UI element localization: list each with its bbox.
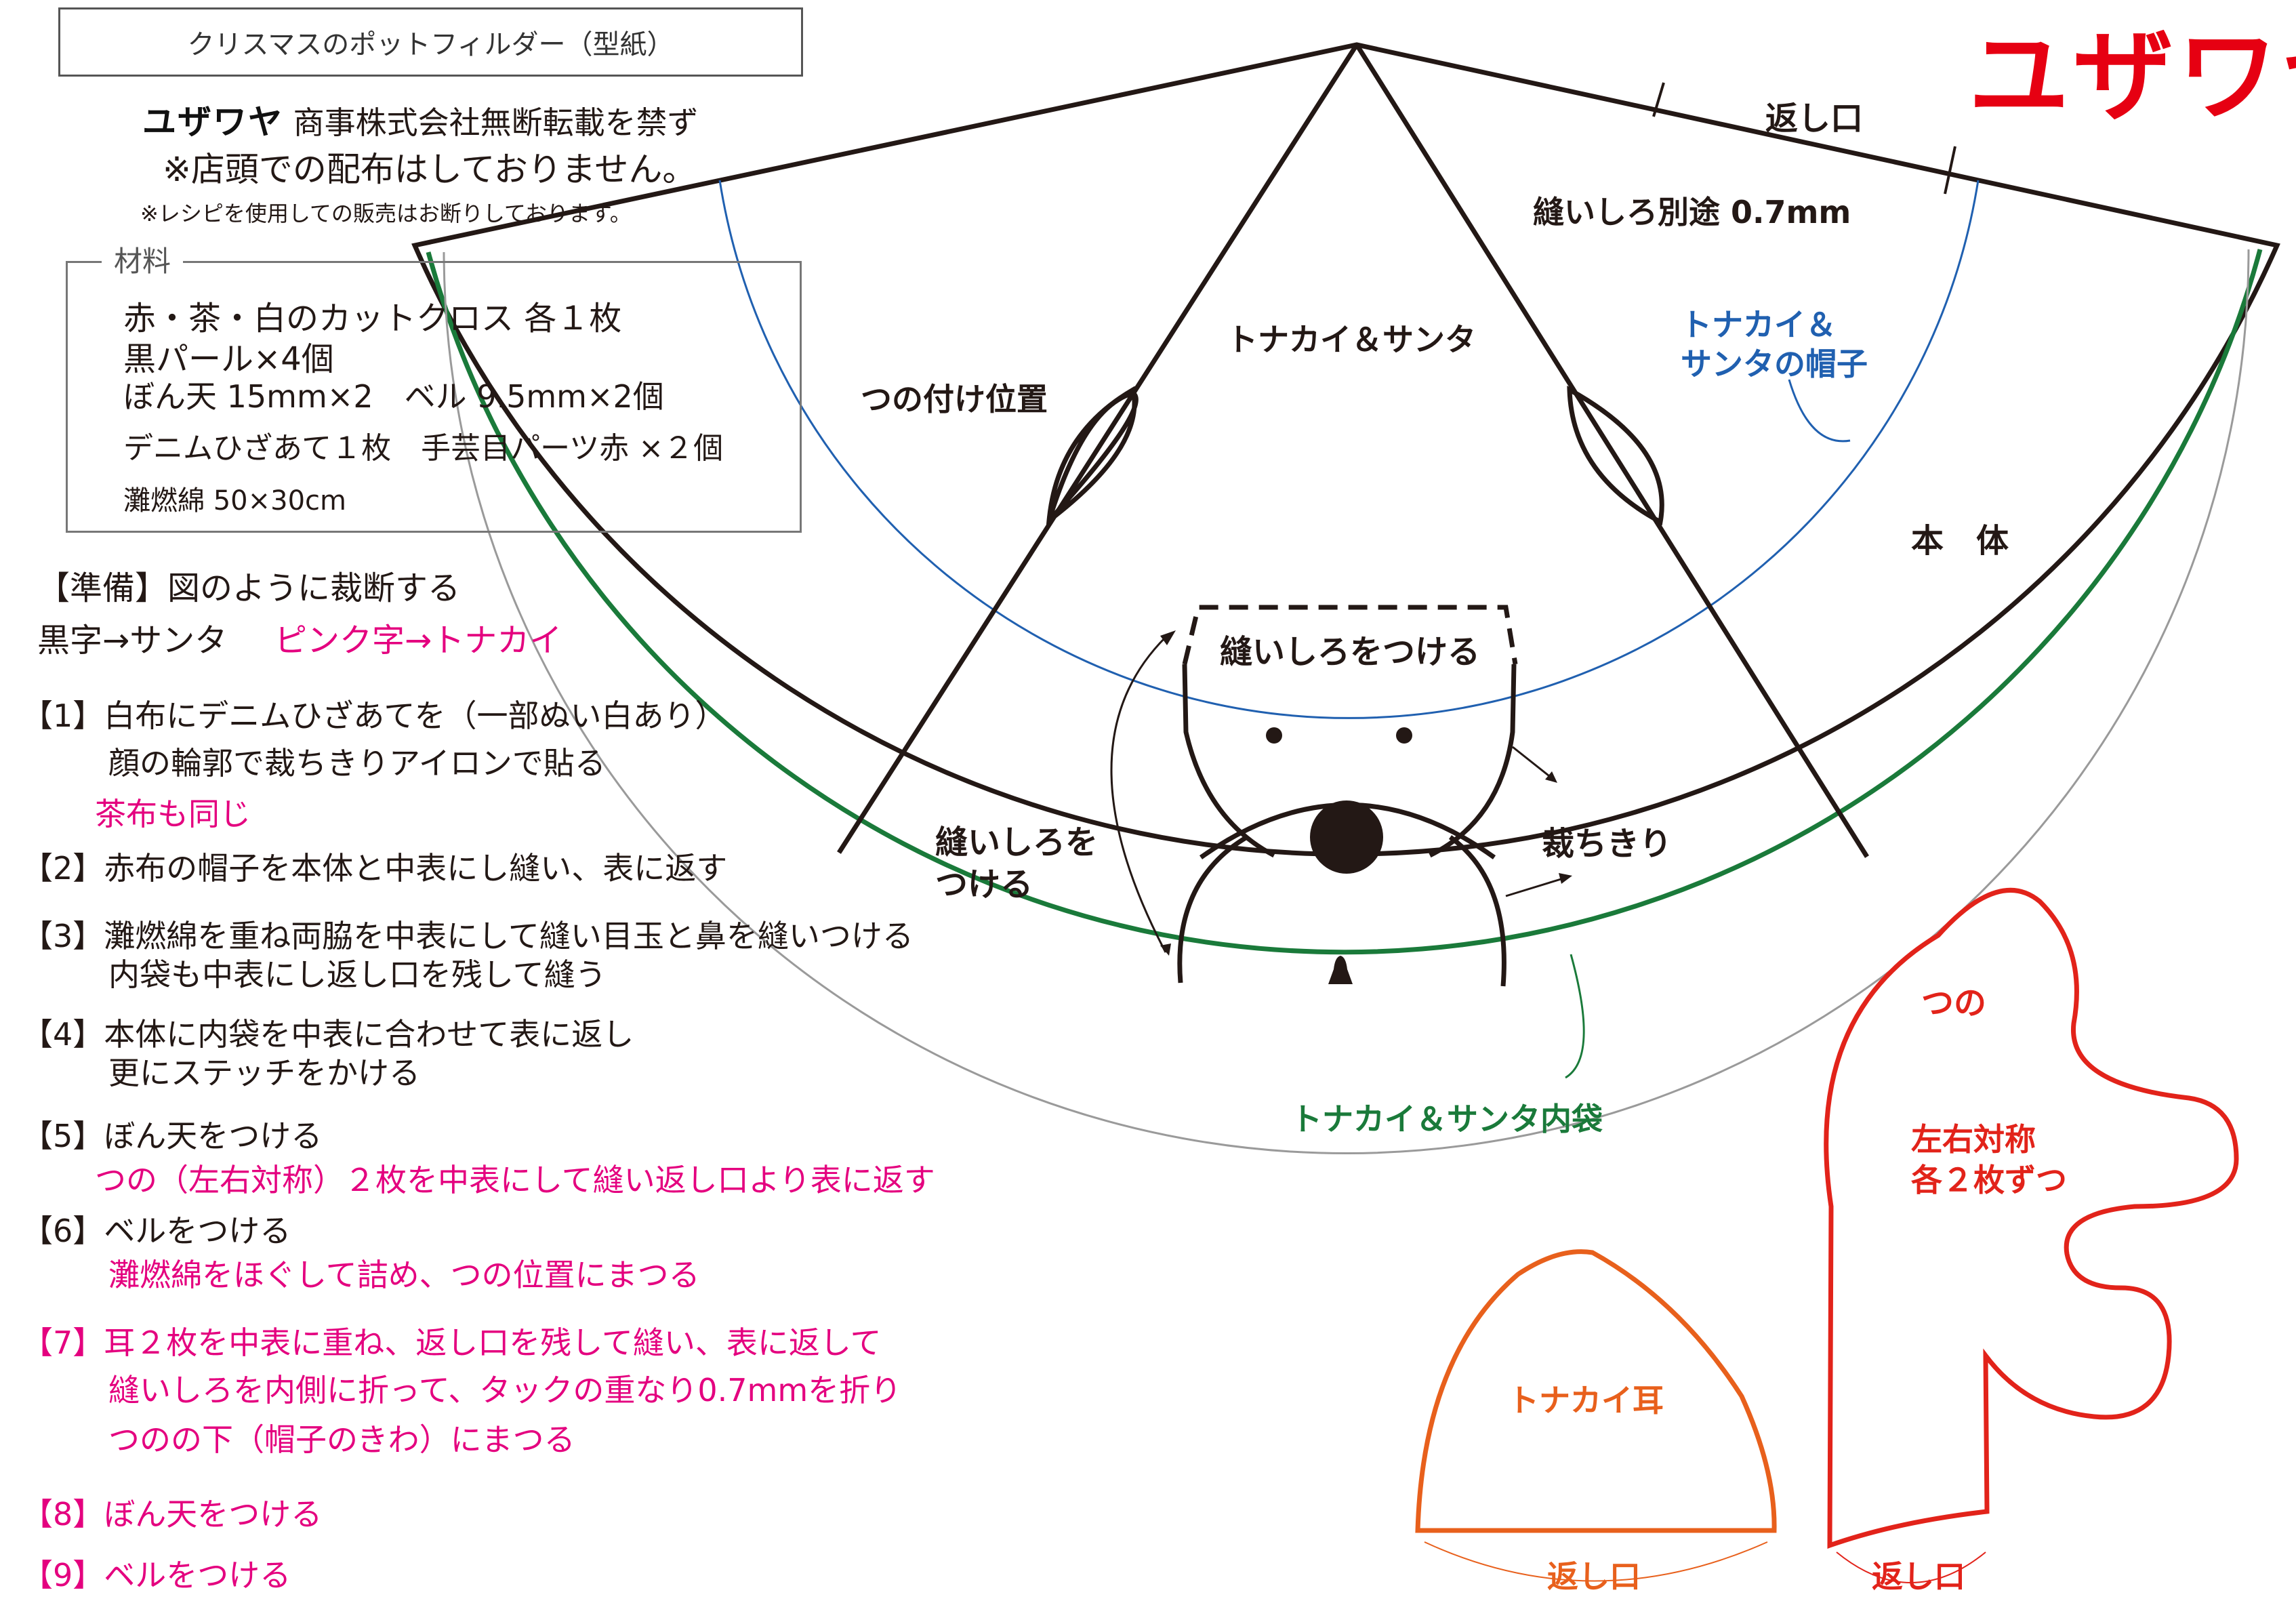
horn-title: つの	[1921, 984, 1987, 1022]
cut-arrow-1	[1512, 746, 1553, 779]
step-1-line2: 顔の輪郭で裁ちきりアイロンで貼る	[108, 745, 606, 782]
document-title-box: クリスマスのポットフィルダー（型紙）	[58, 7, 803, 77]
opening-tick-2	[1944, 146, 1956, 195]
hat-arc	[718, 180, 1980, 719]
seam-allowance-label: 縫いしろ別途 0.7mm	[1533, 194, 1851, 230]
material-item: 黒パール×4個	[123, 340, 334, 378]
ear-title: トナカイ耳	[1508, 1382, 1664, 1419]
ear-opening-arc	[1424, 1541, 1768, 1582]
body-right	[1448, 835, 1506, 987]
nose	[1310, 800, 1383, 874]
horn-opening-arc	[1836, 1551, 1986, 1583]
step-5: 【5】ぼん天をつける	[22, 1118, 323, 1154]
brand-logo-large: ユザワヤ	[1969, 18, 2296, 135]
step-7-line3: つのの下（帽子のきわ）にまつる	[108, 1421, 575, 1458]
step-6-extra: 灘燃綿をほぐして詰め、つの位置にまつる	[108, 1257, 700, 1293]
materials-box	[66, 261, 802, 533]
horn-note-1: 左右対称	[1911, 1121, 2036, 1158]
horn-outline	[1824, 887, 2239, 1549]
ear-outline	[1415, 1249, 1777, 1533]
body-left	[1177, 834, 1248, 983]
legend-black: 黒字→サンタ	[37, 622, 228, 660]
arrow-head-bottom	[1160, 943, 1171, 956]
step-1-extra: 茶布も同じ	[95, 796, 251, 832]
opening-label: 返し口	[1765, 100, 1864, 138]
materials-label: 材料	[102, 239, 184, 280]
arrow-head-top	[1160, 630, 1176, 645]
side-seam-label-2: つける	[935, 866, 1033, 904]
center-left-line	[837, 43, 1359, 854]
material-item: 赤・茶・白のカットクロス 各１枚	[123, 300, 622, 338]
sale-notice: ※レシピを使用しての販売はお断りしております。	[140, 201, 632, 226]
inner-arc	[443, 249, 2250, 1154]
material-item: デニムひざあて１枚 手芸目パーツ赤 ×２個	[123, 431, 724, 466]
copyright-line: ユザワヤ 商事株式会社無断転載を禁ず	[142, 95, 699, 144]
copyright-text: 商事株式会社無断転載を禁ず	[293, 104, 699, 141]
horn-position-label: つの付け位置	[861, 381, 1048, 418]
step-6: 【6】ベルをつける	[22, 1213, 291, 1249]
step-7: 【7】耳２枚を中表に重ね、返し口を残して縫い、表に返して	[22, 1324, 882, 1361]
cut-edge-label: 裁ちきり	[1542, 825, 1673, 863]
step-5-extra: つの（左右対称）２枚を中表にして縫い返し口より表に返す	[95, 1162, 935, 1198]
step-4-line2: 更にステッチをかける	[108, 1055, 420, 1091]
document-title: クリスマスのポットフィルダー（型紙）	[187, 29, 674, 60]
center-label: トナカイ＆サンタ	[1227, 321, 1476, 358]
hat-label-2: サンタの帽子	[1681, 346, 1868, 382]
lining-arc	[426, 249, 2263, 955]
side-seam-arrow	[1110, 636, 1167, 953]
horn-position-right	[1567, 385, 1664, 526]
step-4: 【4】本体に内袋を中表に合わせて表に返し	[22, 1016, 634, 1053]
step-7-line2: 縫いしろを内側に折って、タックの重なり0.7mmを折り	[108, 1372, 902, 1408]
step-1: 【1】白布にデニムひざあてを（一部ぬい白あり）	[22, 697, 726, 734]
center-right-line	[1355, 43, 1869, 858]
step-9: 【9】ベルをつける	[22, 1557, 291, 1594]
step-3: 【3】灘燃綿を重ね両脇を中表にして縫い目玉と鼻を縫いつける	[22, 918, 914, 954]
face-seam-label: 縫いしろをつける	[1220, 633, 1481, 671]
hat-leader	[1788, 379, 1851, 443]
horn-opening-label: 返し口	[1872, 1558, 1965, 1595]
brand-logo-small: ユザワヤ	[142, 102, 283, 142]
step-3-line2: 内袋も中表にし返し口を残して縫う	[108, 956, 607, 993]
lining-label: トナカイ＆サンタ内袋	[1291, 1101, 1603, 1137]
step-8: 【8】ぼん天をつける	[22, 1496, 323, 1533]
material-item: 灘燃綿 50×30cm	[123, 485, 346, 516]
beard-line	[1199, 803, 1496, 859]
eye-left	[1266, 727, 1282, 744]
body-label: 本 体	[1911, 522, 2009, 560]
prep-heading: 【準備】図のように裁断する	[37, 569, 461, 607]
hat-label-1: トナカイ＆	[1681, 306, 1837, 343]
store-notice: ※店頭での配布はしておりません。	[163, 150, 697, 189]
horn-note-2: 各２枚ずつ	[1911, 1162, 2067, 1198]
step-2: 【2】赤布の帽子を本体と中表にし縫い、表に返す	[22, 850, 728, 887]
ear-opening-label: 返し口	[1547, 1558, 1641, 1595]
face-outline	[1182, 664, 1517, 858]
cut-arrow-2	[1505, 876, 1566, 897]
material-item: ぼん天 15mm×2 ベル 9.5mm×2個	[123, 378, 664, 415]
horn-position-left	[1046, 386, 1139, 526]
lining-leader	[1565, 954, 1585, 1079]
side-seam-label-1: 縫いしろを	[935, 824, 1099, 861]
legend-pink: ピンク字→トナカイ	[274, 622, 562, 660]
bell-icon	[1328, 956, 1353, 984]
opening-tick-1	[1652, 82, 1665, 117]
face-seam-dashed	[1182, 605, 1518, 665]
eye-right	[1396, 727, 1412, 744]
